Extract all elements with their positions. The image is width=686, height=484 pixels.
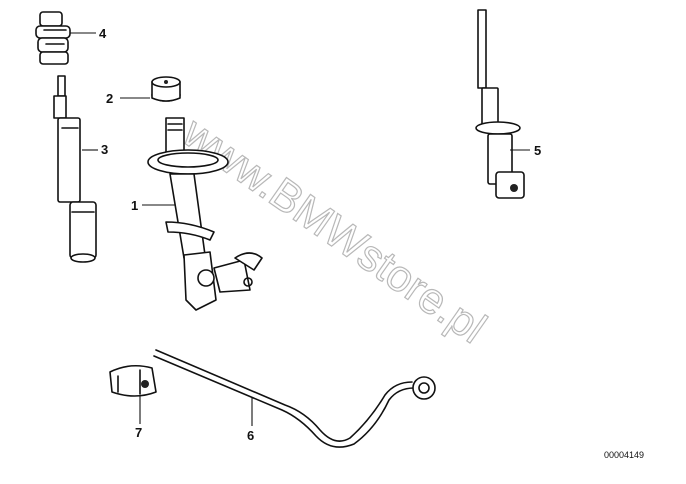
callout-2: 2 bbox=[106, 91, 113, 106]
part-1-strut-assembly[interactable] bbox=[147, 117, 263, 311]
callout-5: 5 bbox=[534, 143, 541, 158]
part-4-strut-mount[interactable] bbox=[35, 11, 71, 65]
part-7-rubber-mount[interactable] bbox=[109, 364, 157, 397]
callout-1: 1 bbox=[131, 198, 138, 213]
part-2-support-bearing[interactable] bbox=[151, 76, 181, 102]
callout-3: 3 bbox=[101, 142, 108, 157]
part-3-shock-absorber[interactable] bbox=[53, 75, 97, 263]
callout-6: 6 bbox=[247, 428, 254, 443]
callout-4: 4 bbox=[99, 26, 107, 41]
reference-number: 00004149 bbox=[604, 450, 644, 460]
watermark-text: www.BMWstore.pl bbox=[173, 107, 494, 352]
part-5-rear-shock-absorber[interactable] bbox=[475, 9, 525, 199]
part-6-stabilizer-bar[interactable] bbox=[153, 349, 436, 448]
callout-7: 7 bbox=[135, 425, 142, 440]
